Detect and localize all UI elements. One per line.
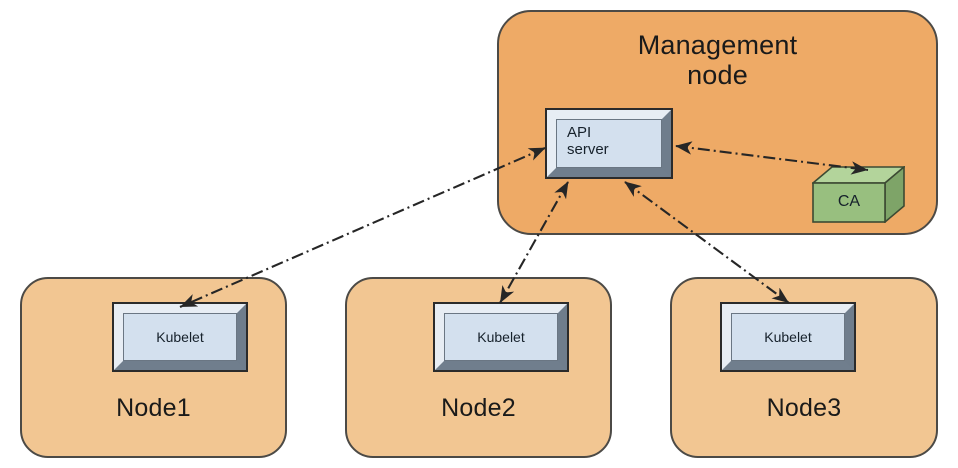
node-label-3: Node3 xyxy=(766,394,842,422)
api-server-bevel: API server xyxy=(547,110,671,177)
ca-cuboid-shape xyxy=(812,166,905,223)
kubelet-box-3: Kubelet xyxy=(720,302,856,372)
kubelet-box-2: Kubelet xyxy=(433,302,569,372)
kubelet-box-1: Kubelet xyxy=(112,302,248,372)
kubelet-bevel-1: Kubelet xyxy=(114,304,246,370)
kubelet-face-2: Kubelet xyxy=(444,313,558,361)
kubelet-label-2: Kubelet xyxy=(477,328,525,345)
ca-label: CA xyxy=(837,193,861,210)
kubelet-bevel-2: Kubelet xyxy=(435,304,567,370)
kubelet-face-3: Kubelet xyxy=(731,313,845,361)
api-server-box: API server xyxy=(545,108,673,179)
ca-box: CA xyxy=(812,166,905,223)
kubelet-label-1: Kubelet xyxy=(156,328,204,345)
kubelet-bevel-3: Kubelet xyxy=(722,304,854,370)
kubelet-label-3: Kubelet xyxy=(764,328,812,345)
api-server-label: API server xyxy=(567,124,609,159)
management-node-label: Management node xyxy=(637,30,798,91)
api-server-face: API server xyxy=(556,119,662,168)
kubelet-face-1: Kubelet xyxy=(123,313,237,361)
node-label-2: Node2 xyxy=(441,394,516,422)
node-label-1: Node1 xyxy=(116,394,191,422)
